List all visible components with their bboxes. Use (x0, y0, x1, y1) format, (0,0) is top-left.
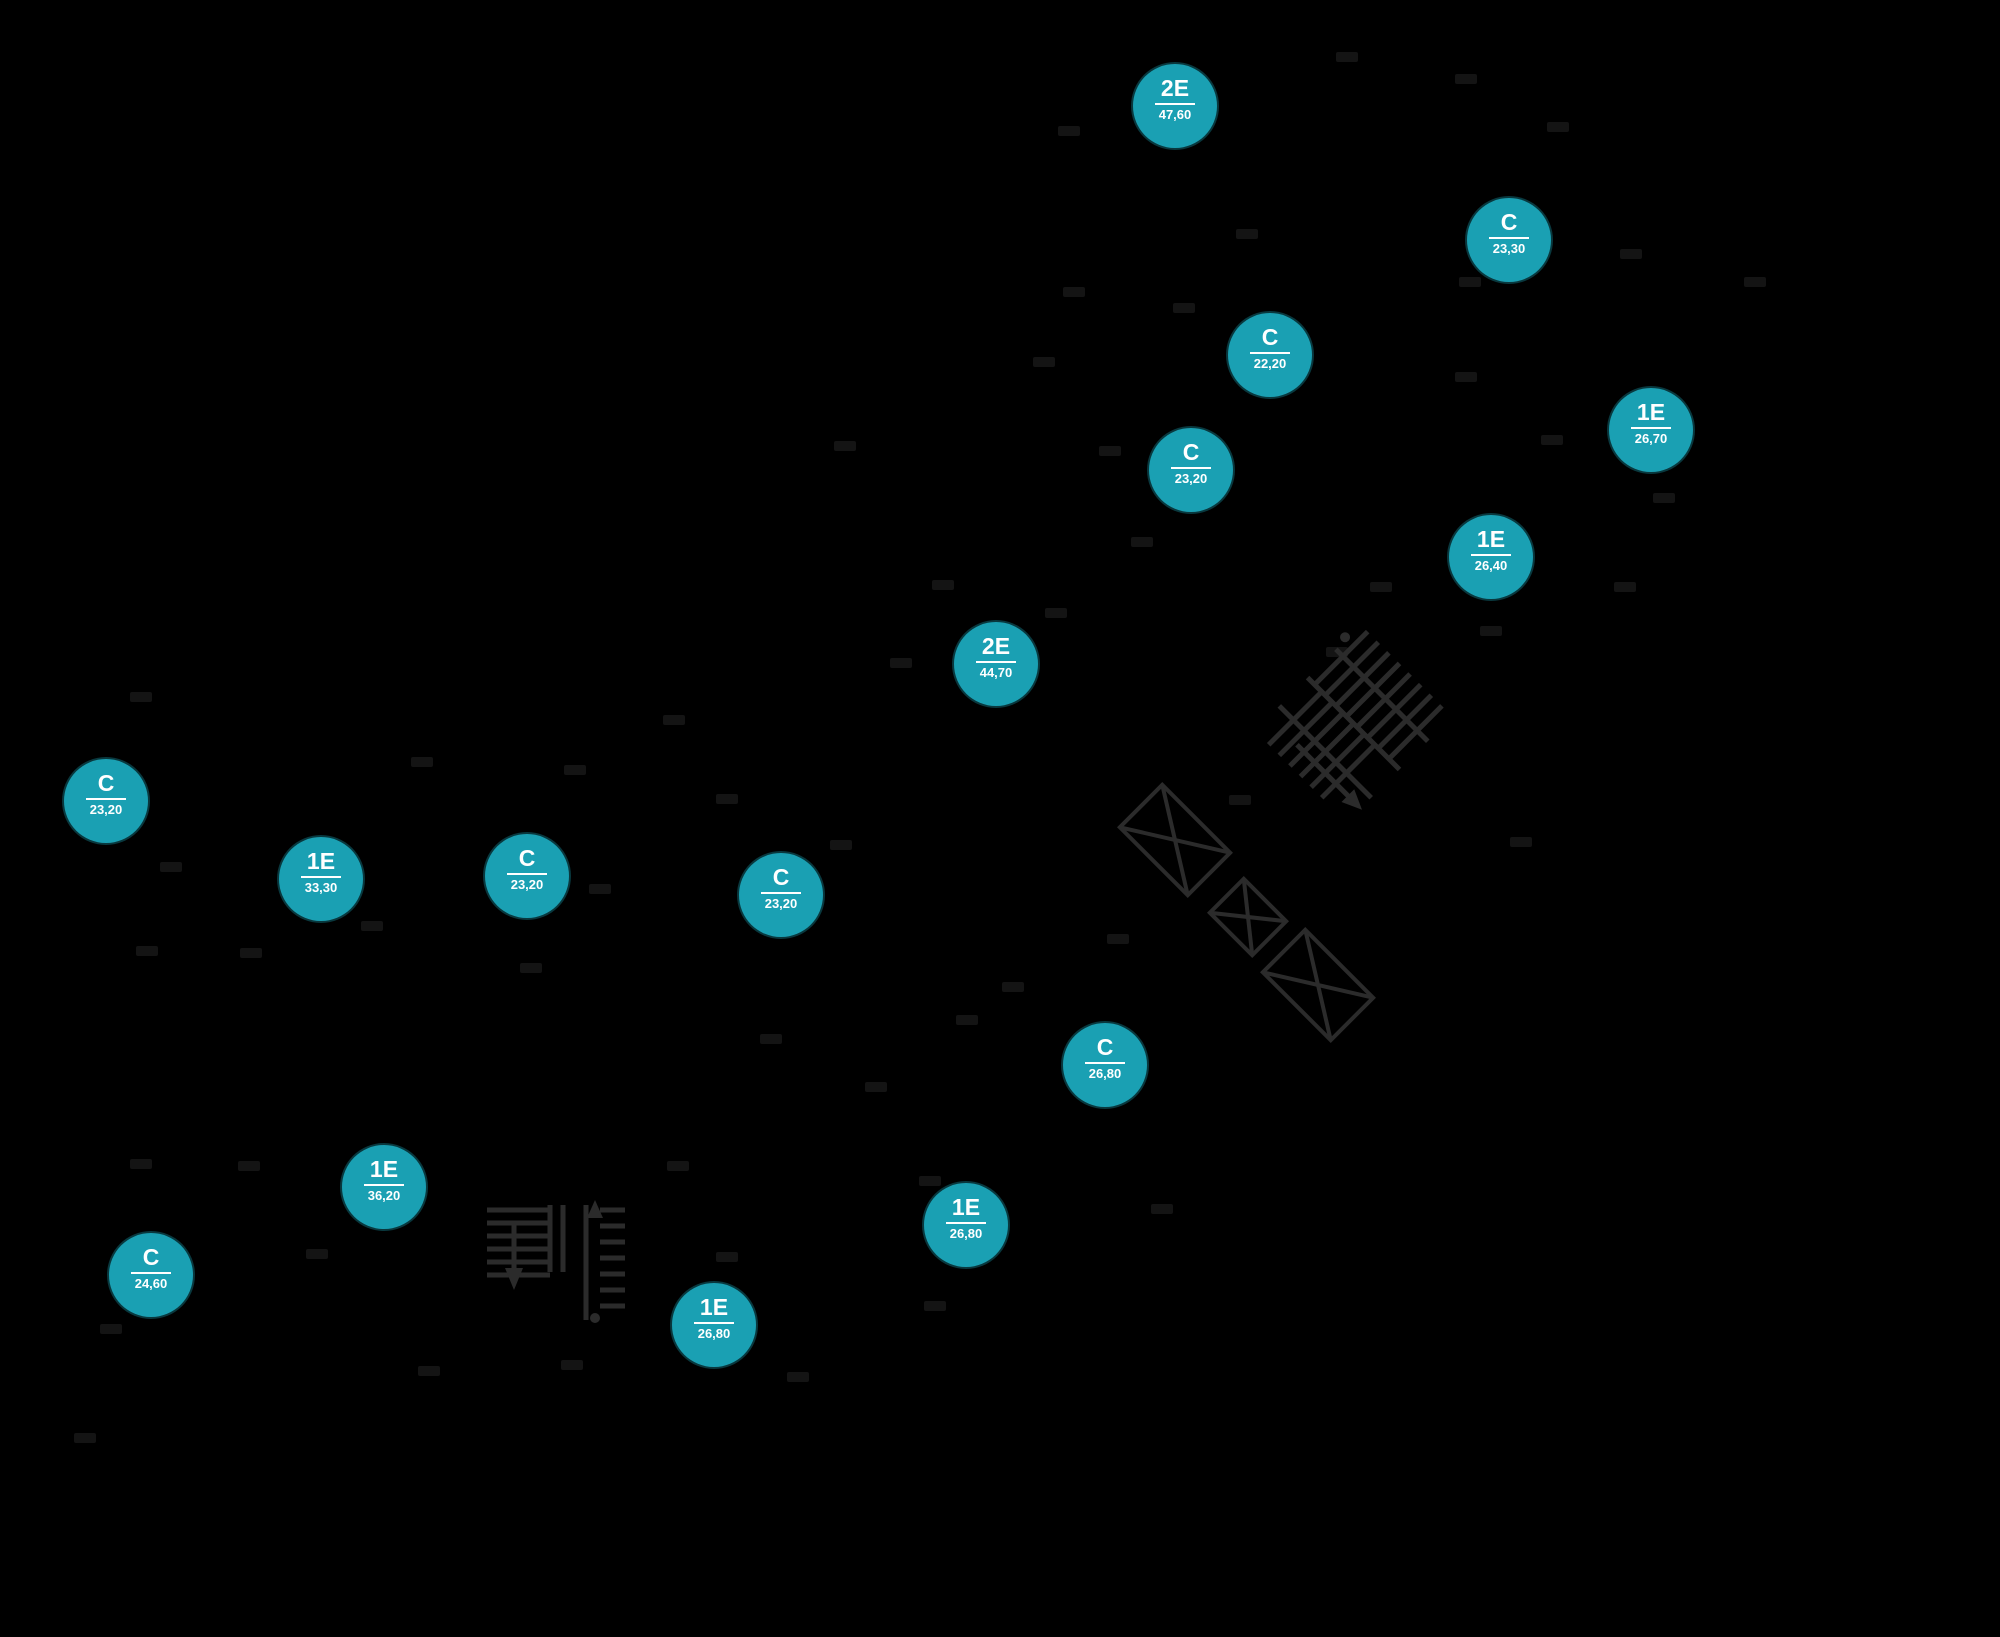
unit-type: 1E (369, 1156, 399, 1182)
unit-type: 2E (1160, 75, 1190, 101)
unit-type: 1E (1636, 399, 1666, 425)
unit-badge: C 26,80 (1063, 1023, 1147, 1107)
unit-type: C (1096, 1034, 1114, 1060)
divider (1171, 467, 1211, 469)
unit-type: C (97, 770, 115, 796)
unit-type: C (142, 1244, 160, 1270)
unit-area: 26,80 (697, 1326, 731, 1341)
divider (946, 1222, 986, 1224)
unit-area: 44,70 (979, 665, 1013, 680)
unit-area: 36,20 (367, 1188, 401, 1203)
divider (1489, 237, 1529, 239)
unit-type: 2E (981, 633, 1011, 659)
unit-type: C (518, 845, 536, 871)
unit-area: 24,60 (134, 1276, 168, 1291)
divider (1155, 103, 1195, 105)
unit-type: 1E (306, 848, 336, 874)
unit-badge: 1E 26,80 (672, 1283, 756, 1367)
divider (1471, 554, 1511, 556)
divider (976, 661, 1016, 663)
unit-type: C (772, 864, 790, 890)
unit-type: 1E (951, 1194, 981, 1220)
unit-area: 23,30 (1492, 241, 1526, 256)
unit-area: 22,20 (1253, 356, 1287, 371)
divider (86, 798, 126, 800)
unit-badge: C 23,20 (739, 853, 823, 937)
divider (1085, 1062, 1125, 1064)
unit-type: C (1500, 209, 1518, 235)
divider (761, 892, 801, 894)
unit-area: 23,20 (510, 877, 544, 892)
unit-badge: 1E 36,20 (342, 1145, 426, 1229)
divider (1631, 427, 1671, 429)
unit-badge: 2E 44,70 (954, 622, 1038, 706)
unit-area: 33,30 (304, 880, 338, 895)
divider (694, 1322, 734, 1324)
unit-badge: C 23,20 (1149, 428, 1233, 512)
unit-area: 26,70 (1634, 431, 1668, 446)
unit-type: C (1261, 324, 1279, 350)
divider (507, 873, 547, 875)
unit-area: 26,80 (1088, 1066, 1122, 1081)
stair-icon (487, 1200, 625, 1323)
unit-badge: 1E 26,40 (1449, 515, 1533, 599)
unit-type: 1E (699, 1294, 729, 1320)
unit-badge: 1E 33,30 (279, 837, 363, 921)
unit-area: 23,20 (89, 802, 123, 817)
unit-type: 1E (1476, 526, 1506, 552)
divider (131, 1272, 171, 1274)
unit-badge: C 23,30 (1467, 198, 1551, 282)
unit-badge: C 23,20 (485, 834, 569, 918)
elevator-icon (1117, 782, 1376, 1043)
stair-icon (1266, 629, 1444, 810)
unit-badge: 1E 26,80 (924, 1183, 1008, 1267)
room-tags (74, 52, 1766, 1443)
unit-area: 26,80 (949, 1226, 983, 1241)
unit-badge: 2E 47,60 (1133, 64, 1217, 148)
unit-badge: C 22,20 (1228, 313, 1312, 397)
unit-badge: C 24,60 (109, 1233, 193, 1317)
divider (301, 876, 341, 878)
divider (1250, 352, 1290, 354)
unit-badge: C 23,20 (64, 759, 148, 843)
unit-badge: 1E 26,70 (1609, 388, 1693, 472)
unit-area: 23,20 (1174, 471, 1208, 486)
unit-area: 47,60 (1158, 107, 1192, 122)
unit-area: 26,40 (1474, 558, 1508, 573)
unit-type: C (1182, 439, 1200, 465)
unit-area: 23,20 (764, 896, 798, 911)
divider (364, 1184, 404, 1186)
